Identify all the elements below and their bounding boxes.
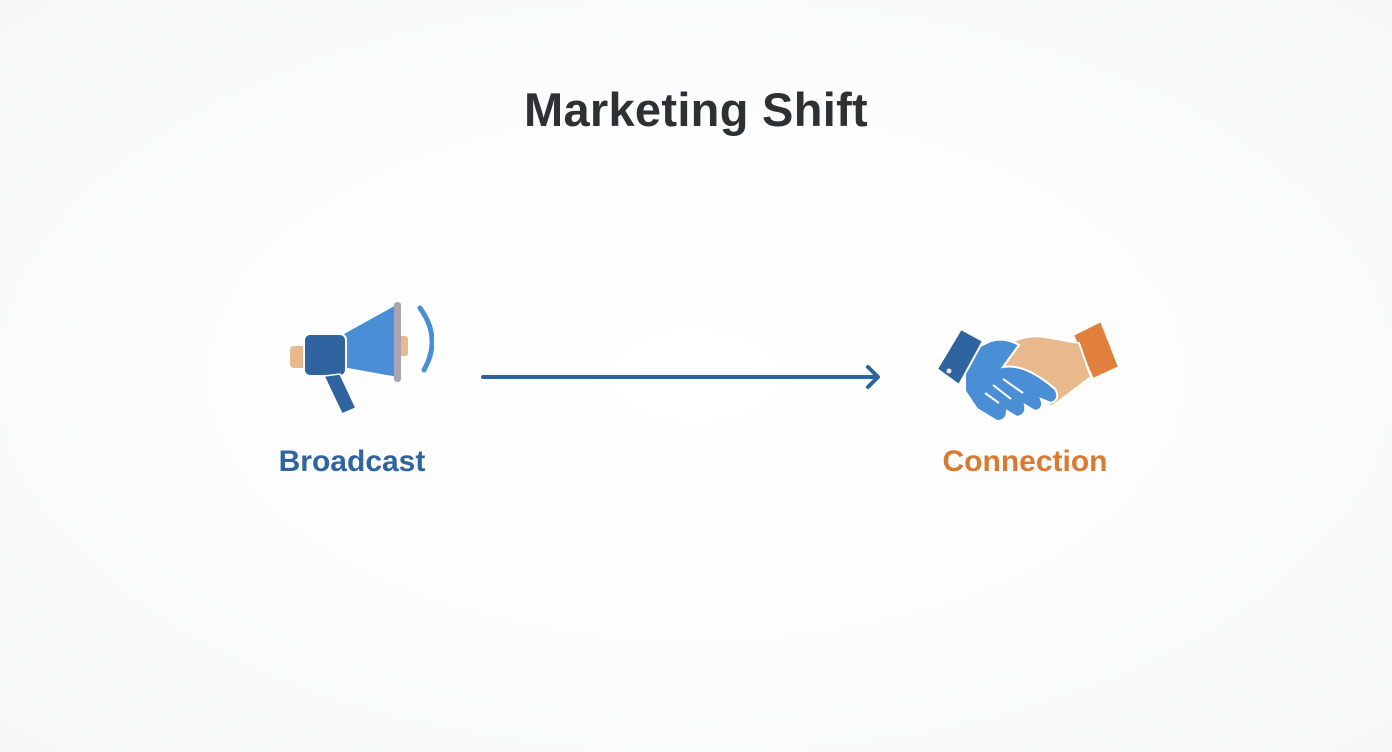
megaphone-icon [290,302,434,415]
handshake-icon [935,319,1121,423]
broadcast-node: Broadcast [252,290,452,490]
broadcast-label: Broadcast [278,445,426,478]
diagram-title: Marketing Shift [524,83,868,136]
connection-node: Connection [915,290,1135,490]
connection-label: Connection [942,445,1108,478]
arrow-right-icon [481,365,880,389]
